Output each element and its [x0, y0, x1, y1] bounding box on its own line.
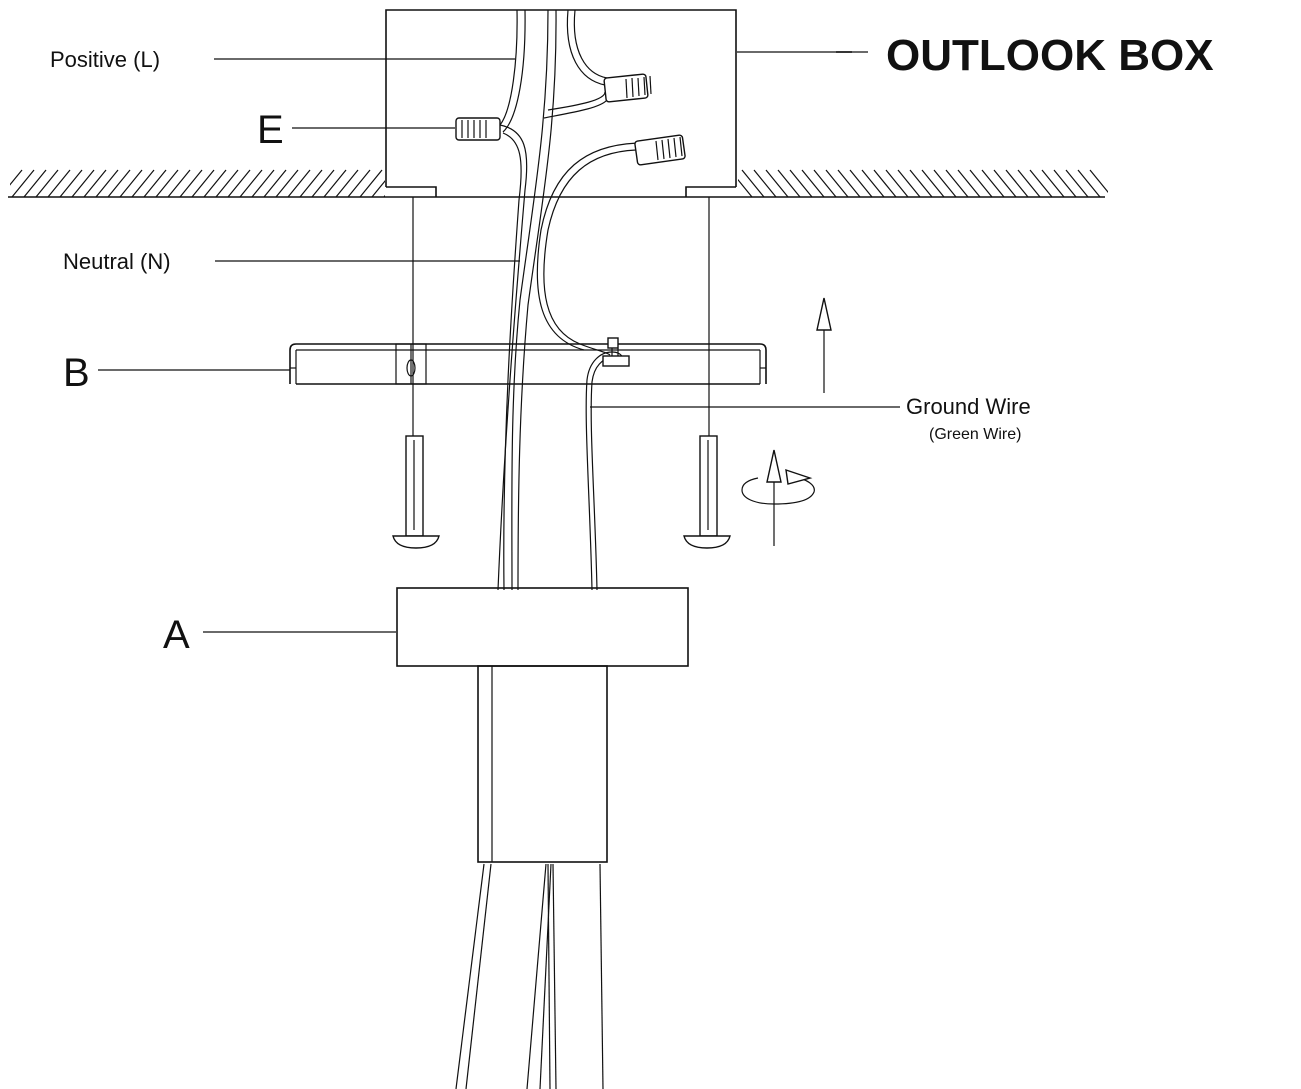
- part-a-label: A: [163, 613, 190, 657]
- hatch-line: [738, 178, 753, 198]
- hatch-line: [107, 169, 131, 198]
- neutral-label: Neutral (N): [63, 249, 171, 274]
- ground-wire-note: (Green Wire): [929, 426, 1021, 443]
- hatch-line: [347, 169, 371, 198]
- hatch-line: [1017, 169, 1041, 198]
- ground-wire-label: Ground Wire: [906, 394, 1031, 419]
- hatch-line: [885, 169, 909, 198]
- stem-cover: [477, 665, 608, 863]
- positive-label: Positive (L): [50, 47, 160, 72]
- hatch-line: [59, 169, 83, 198]
- hatch-line: [1077, 169, 1101, 198]
- mounting-bracket: [289, 343, 767, 385]
- hatch-line: [95, 169, 119, 198]
- hatch-line: [131, 169, 155, 198]
- hatch-line: [1029, 169, 1053, 198]
- hatch-line: [1053, 169, 1077, 198]
- ceiling-hatch-right: [738, 169, 1108, 198]
- hatch-line: [765, 169, 789, 198]
- hatch-line: [119, 169, 143, 198]
- hatch-line: [849, 169, 873, 198]
- leader-lines: [98, 51, 900, 633]
- hatch-line: [71, 169, 95, 198]
- hatch-line: [753, 169, 777, 198]
- hatch-line: [203, 169, 227, 198]
- hatch-line: [741, 169, 765, 198]
- wire-connector-top-right: [603, 73, 652, 103]
- hatch-line: [47, 169, 71, 198]
- hatch-line: [969, 169, 993, 198]
- hatch-line: [227, 169, 251, 198]
- hatch-line: [11, 169, 35, 198]
- hatch-line: [143, 169, 167, 198]
- hatch-line: [323, 169, 347, 198]
- hatch-line: [10, 169, 23, 186]
- hatch-line: [311, 169, 335, 198]
- hatch-line: [981, 169, 1005, 198]
- hatch-line: [251, 169, 275, 198]
- hatch-line: [789, 169, 813, 198]
- wire-connector-middle-right: [634, 134, 686, 166]
- hatch-line: [35, 169, 59, 198]
- hatch-line: [167, 169, 191, 198]
- hatch-line: [383, 194, 385, 198]
- hatch-line: [933, 169, 957, 198]
- mounting-screw-left: [392, 435, 440, 549]
- rotate-arrow-icon: [741, 449, 815, 546]
- hatch-line: [909, 169, 933, 198]
- mounting-screw-right: [683, 435, 731, 549]
- hatch-line: [179, 169, 203, 198]
- hatch-line: [359, 169, 383, 198]
- hatch-line: [993, 169, 1017, 198]
- hatch-line: [897, 169, 921, 198]
- canopy: [396, 587, 689, 667]
- outlook-box-label: OUTLOOK BOX: [886, 31, 1214, 80]
- hatch-line: [777, 169, 801, 198]
- wires: [455, 9, 639, 1089]
- ceiling-hatch-left: [10, 169, 385, 198]
- hatch-line: [335, 169, 359, 198]
- hatch-line: [263, 169, 287, 198]
- hatch-line: [191, 169, 215, 198]
- part-b-label: B: [63, 351, 90, 395]
- hatch-line: [215, 169, 239, 198]
- suspension-rods: [412, 197, 710, 436]
- hatch-line: [921, 169, 945, 198]
- hatch-line: [801, 169, 825, 198]
- hatch-line: [371, 180, 385, 198]
- up-arrow-icon: [816, 297, 832, 393]
- hatch-line: [837, 169, 861, 198]
- part-e-label: E: [257, 108, 284, 152]
- hatch-line: [155, 169, 179, 198]
- hatch-line: [299, 169, 323, 198]
- outlook-box: [385, 9, 737, 197]
- hatch-line: [813, 169, 837, 198]
- hatch-line: [1065, 169, 1089, 198]
- hatch-line: [83, 169, 107, 198]
- hatch-line: [1041, 169, 1065, 198]
- hatch-line: [1005, 169, 1029, 198]
- ground-screw: [602, 337, 630, 367]
- hatch-line: [23, 169, 47, 198]
- hatch-line: [873, 169, 897, 198]
- hatch-line: [1089, 169, 1108, 194]
- hatch-line: [275, 169, 299, 198]
- hatch-line: [239, 169, 263, 198]
- hatch-line: [861, 169, 885, 198]
- ceiling: [8, 169, 1108, 198]
- hatch-line: [945, 169, 969, 198]
- hatch-line: [287, 169, 311, 198]
- wire-connector-e: [455, 117, 501, 141]
- hatch-line: [825, 169, 849, 198]
- hatch-line: [957, 169, 981, 198]
